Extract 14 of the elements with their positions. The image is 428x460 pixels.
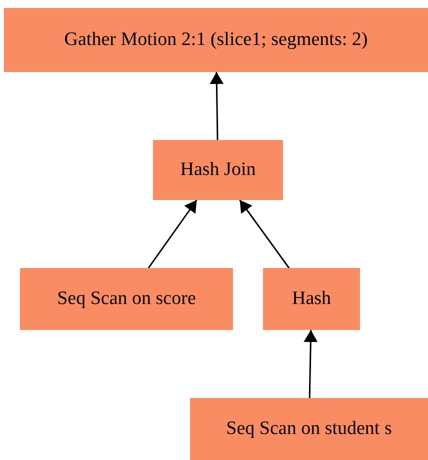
node-label: Seq Scan on student s <box>226 416 392 441</box>
arrow <box>304 330 318 398</box>
node-label: Seq Scan on score <box>57 286 196 311</box>
arrow <box>148 200 198 268</box>
process-box <box>190 398 428 460</box>
node-label: Hash <box>292 286 332 311</box>
arrow <box>239 200 290 268</box>
process-box <box>4 8 428 72</box>
process-box <box>20 268 233 330</box>
node-label: Hash Join <box>180 158 256 182</box>
process-box <box>263 268 360 330</box>
arrow <box>210 72 224 140</box>
node-label: Gather Motion 2:1 (slice1; segments: 2) <box>64 28 368 52</box>
process-box <box>153 140 283 200</box>
